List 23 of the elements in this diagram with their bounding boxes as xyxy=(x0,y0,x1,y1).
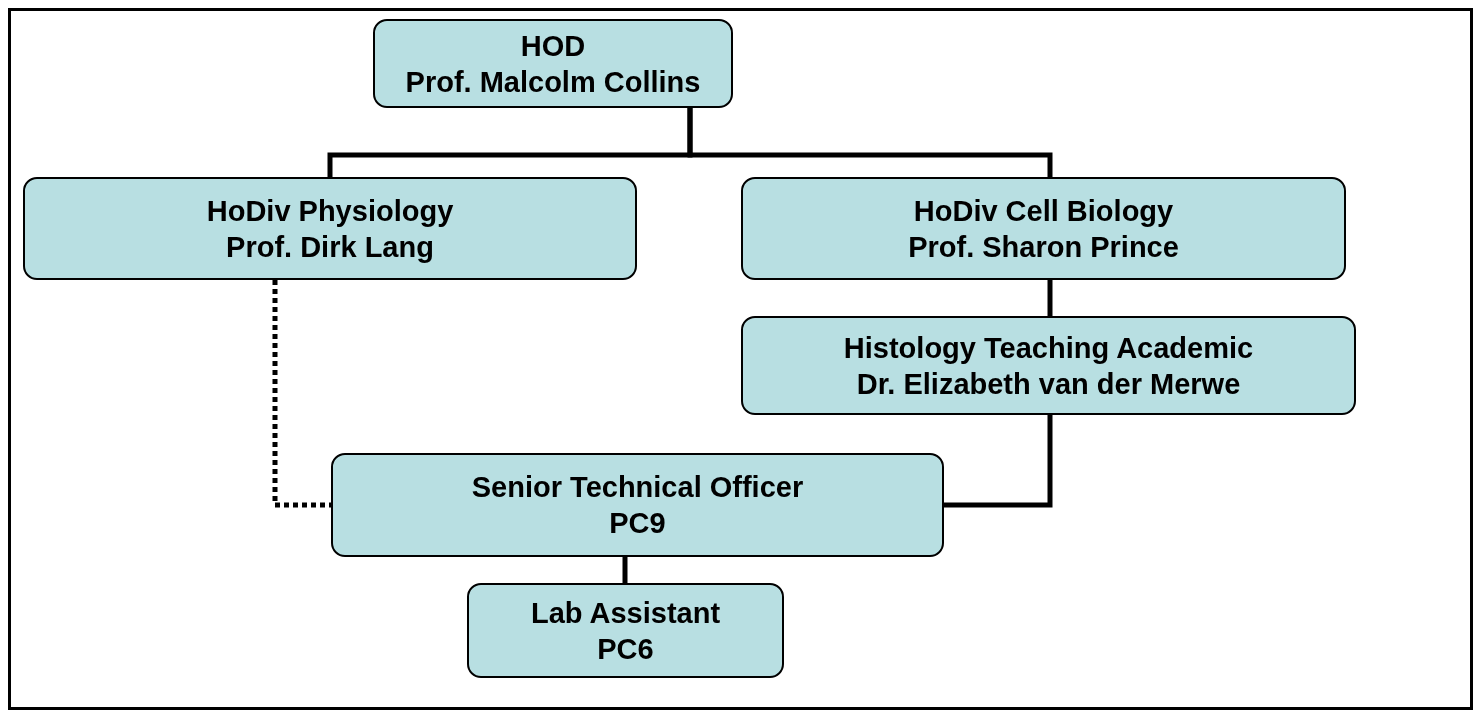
dotted-connector xyxy=(272,280,331,508)
role-label: HOD xyxy=(520,28,586,64)
role-box xyxy=(373,19,733,108)
role-label: Lab Assistant xyxy=(530,595,721,631)
role-label: Prof. Sharon Prince xyxy=(908,229,1179,265)
connector-line xyxy=(687,108,1053,177)
role-label: Prof. Malcolm Collins xyxy=(405,64,701,100)
connector-line xyxy=(1047,280,1053,316)
role-label: PC6 xyxy=(597,631,654,667)
role-box xyxy=(331,453,944,557)
connector-line xyxy=(944,415,1053,508)
role-box xyxy=(741,316,1356,415)
role-label: Histology Teaching Academic xyxy=(843,330,1254,366)
role-label: HoDiv Physiology xyxy=(206,193,454,229)
connector-line xyxy=(622,557,628,583)
role-box xyxy=(23,177,637,280)
role-label: Dr. Elizabeth van der Merwe xyxy=(856,366,1241,402)
role-label: HoDiv Cell Biology xyxy=(913,193,1174,229)
role-box xyxy=(467,583,784,678)
role-label: PC9 xyxy=(609,506,666,541)
role-box xyxy=(741,177,1346,280)
role-label: Senior Technical Officer xyxy=(471,470,804,505)
role-label: Prof. Dirk Lang xyxy=(226,229,434,265)
